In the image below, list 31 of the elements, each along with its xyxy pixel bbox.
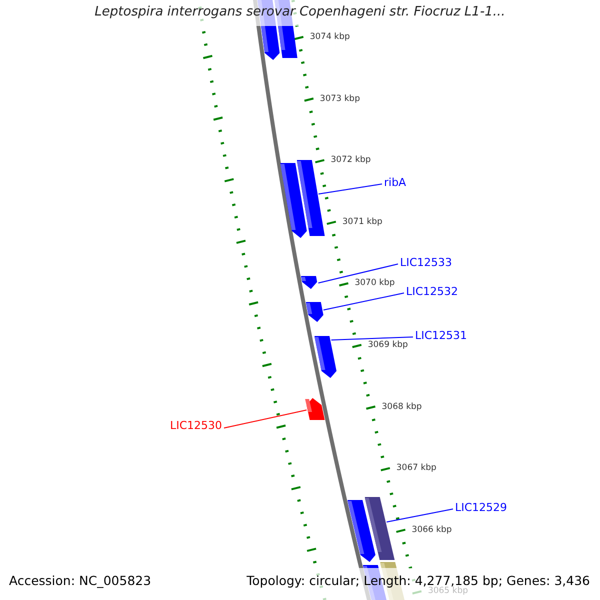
leader-line bbox=[224, 410, 308, 428]
scale-label: 3069 kbp bbox=[368, 341, 408, 350]
scale-label: 3066 kbp bbox=[412, 526, 452, 534]
gene-label: LIC12530 bbox=[22, 420, 222, 431]
gene-feature bbox=[364, 497, 395, 560]
scale-label: 3071 kbp bbox=[342, 218, 382, 226]
leader-line bbox=[318, 184, 382, 194]
gene-label: LIC12533 bbox=[400, 257, 452, 268]
footer-text: Accession: NC_005823 bbox=[9, 575, 152, 588]
scale-label: 3072 kbp bbox=[330, 156, 371, 165]
gene-label: LIC12531 bbox=[415, 330, 468, 341]
leader-line bbox=[318, 264, 398, 284]
leader-line bbox=[330, 336, 414, 340]
scale-label: 3068 kbp bbox=[382, 402, 422, 412]
scale-label: 3070 kbp bbox=[354, 279, 395, 288]
gene-feature bbox=[305, 398, 325, 420]
gene-label: ribA bbox=[384, 177, 406, 188]
scale-label: 3065 kbp bbox=[428, 587, 468, 596]
gene-label: LIC12529 bbox=[455, 502, 508, 513]
gene-feature bbox=[314, 336, 336, 378]
map-title: Leptospira interrogans serovar Copenhageni str. Fiocruz L1-1... bbox=[94, 6, 506, 18]
gene-feature bbox=[301, 276, 318, 289]
footer-text: Topology: circular; Length: 4,277,185 bp; Genes: 3,436 bbox=[246, 575, 590, 588]
scale-label: 3074 kbp bbox=[310, 33, 350, 42]
gene-label: LIC12532 bbox=[406, 286, 458, 297]
scale-label: 3067 kbp bbox=[396, 464, 436, 473]
gene-feature bbox=[296, 160, 325, 236]
leader-line bbox=[322, 292, 404, 310]
gene-feature bbox=[306, 302, 324, 322]
leader-line bbox=[386, 508, 454, 522]
scale-label: 3073 kbp bbox=[320, 94, 360, 104]
